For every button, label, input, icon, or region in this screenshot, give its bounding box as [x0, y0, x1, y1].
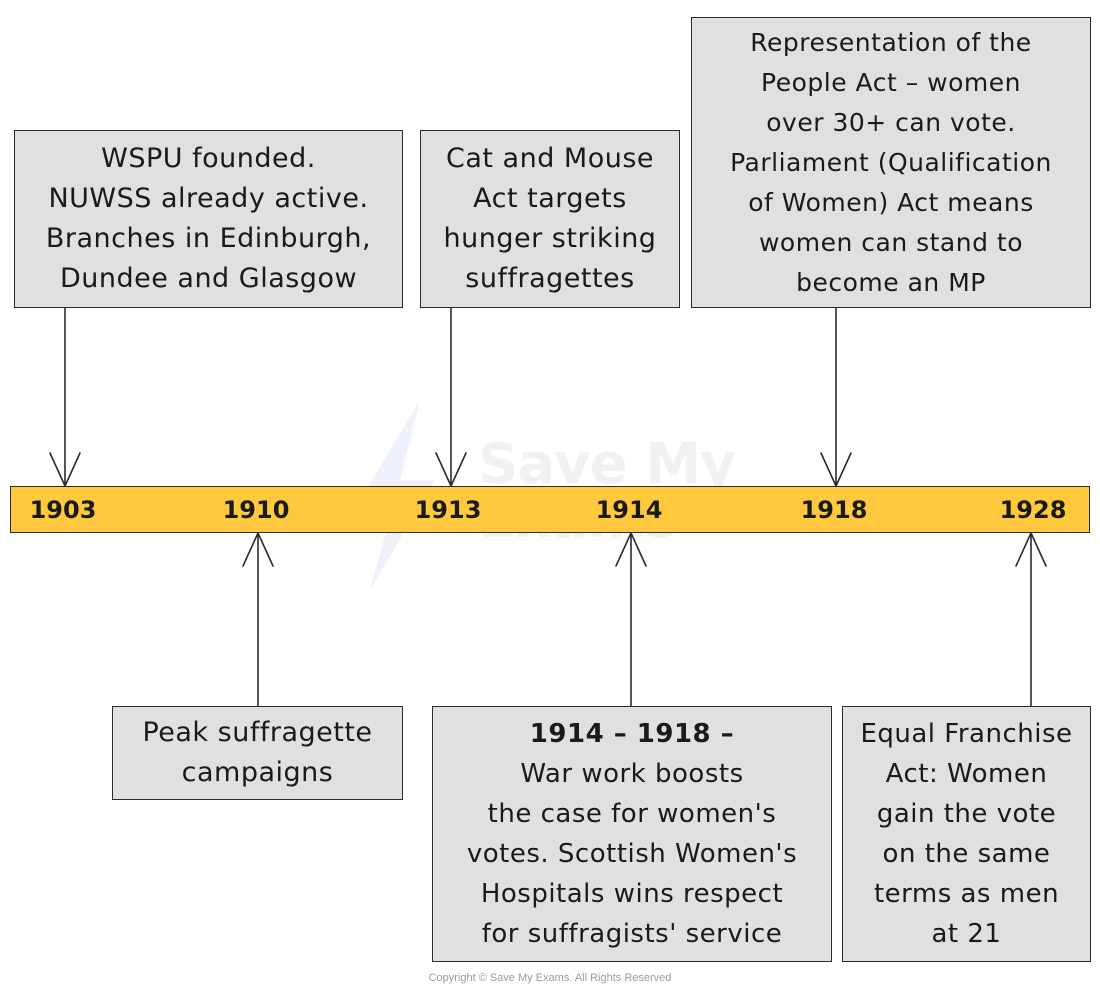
event-1928-line-6: at 21	[931, 919, 1002, 949]
watermark-line-1: Save My	[478, 432, 736, 497]
event-1903-line-4: Dundee and Glasgow	[59, 263, 358, 294]
event-1914-line-2: the case for women's	[487, 799, 777, 829]
event-box-1914: 1914 – 1918 – War work boosts the case f…	[432, 706, 832, 962]
year-label-1914: 1914	[595, 496, 663, 524]
event-1903-line-3: Branches in Edinburgh,	[45, 223, 372, 254]
event-1913-line-4: suffragettes	[465, 263, 635, 294]
event-box-1928: Equal Franchise Act: Women gain the vote…	[842, 706, 1091, 962]
event-1914-line-5: for suffragists' service	[481, 919, 783, 949]
event-1928-line-1: Equal Franchise	[860, 719, 1073, 749]
event-1914-heading: 1914 – 1918 –	[529, 719, 735, 749]
event-1918-line-3: over 30+ can vote.	[766, 107, 1016, 137]
event-1913-line-3: hunger striking	[443, 223, 657, 254]
event-1910-line-1: Peak suffragette	[142, 717, 373, 748]
arrow-1928	[1015, 532, 1047, 707]
event-box-1910: Peak suffragette campaigns	[112, 706, 403, 800]
year-label-1913: 1913	[414, 496, 482, 524]
arrow-1910	[242, 532, 274, 707]
arrow-1913	[435, 307, 467, 487]
event-1918-line-2: People Act – women	[761, 67, 1021, 97]
event-box-1903: WSPU founded. NUWSS already active. Bran…	[14, 130, 403, 308]
arrow-1903	[49, 307, 81, 487]
arrow-1914	[615, 532, 647, 707]
event-box-1913: Cat and Mouse Act targets hunger strikin…	[420, 130, 680, 308]
event-1928-line-5: terms as men	[873, 879, 1060, 909]
year-label-1910: 1910	[222, 496, 290, 524]
event-1918-line-1: Representation of the	[750, 27, 1032, 57]
event-1918-line-5: of Women) Act means	[748, 187, 1034, 217]
event-1918-line-7: become an MP	[796, 267, 986, 297]
event-1910-line-2: campaigns	[181, 757, 334, 788]
timeline-bar	[10, 486, 1090, 533]
event-1903-line-1: WSPU founded.	[101, 143, 316, 174]
arrow-1918	[820, 307, 852, 487]
event-1914-line-4: Hospitals wins respect	[480, 879, 784, 909]
event-1903-line-2: NUWSS already active.	[48, 183, 369, 214]
event-1928-line-2: Act: Women	[885, 759, 1048, 789]
year-label-1903: 1903	[29, 496, 97, 524]
event-1918-line-4: Parliament (Qualification	[730, 147, 1052, 177]
event-1928-line-4: on the same	[882, 839, 1051, 869]
event-1913-line-1: Cat and Mouse	[445, 143, 655, 174]
event-1914-line-3: votes. Scottish Women's	[466, 839, 798, 869]
year-label-1918: 1918	[800, 496, 868, 524]
event-1914-line-1: War work boosts	[520, 759, 744, 789]
event-1928-line-3: gain the vote	[876, 799, 1057, 829]
year-label-1928: 1928	[999, 496, 1067, 524]
event-box-1918: Representation of the People Act – women…	[691, 17, 1091, 308]
event-1913-line-2: Act targets	[473, 183, 627, 214]
copyright-notice: Copyright © Save My Exams. All Rights Re…	[428, 972, 672, 984]
event-1918-line-6: women can stand to	[758, 227, 1024, 257]
